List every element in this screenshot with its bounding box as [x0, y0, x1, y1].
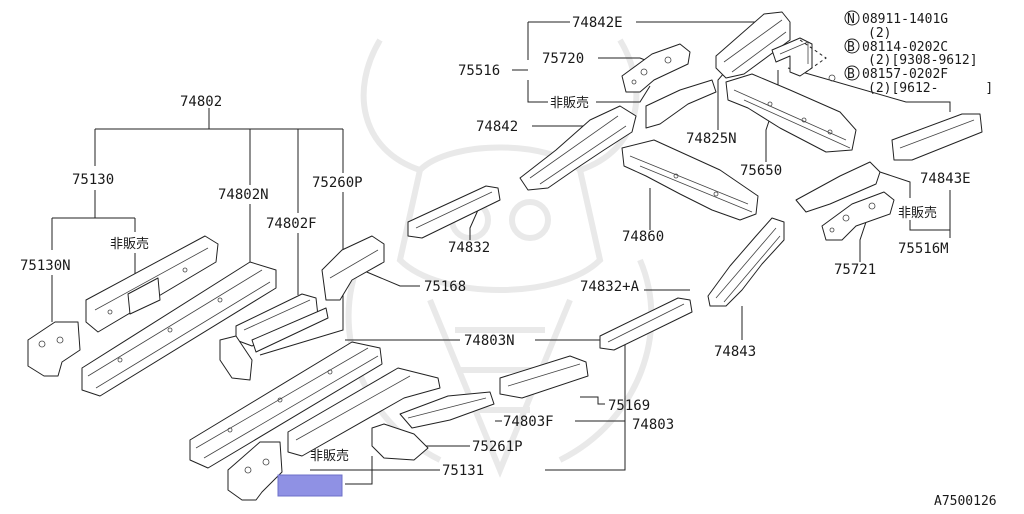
- label-75169[interactable]: 75169: [608, 398, 650, 414]
- fastener-part-3[interactable]: 08157-0202F: [862, 67, 948, 82]
- part-74832A: [599, 297, 693, 351]
- part-75516M-bracket: [795, 161, 881, 213]
- label-75168[interactable]: 75168: [424, 279, 466, 295]
- label-not-for-sale-right: 非販売: [898, 205, 937, 221]
- part-74842E: [715, 11, 791, 79]
- label-75721[interactable]: 75721: [834, 262, 876, 278]
- label-75130N[interactable]: 75130N: [20, 258, 71, 274]
- label-74803[interactable]: 74803: [632, 417, 674, 433]
- fastener-qty-3: (2)[9612- ]: [868, 81, 993, 96]
- fastener-part-1[interactable]: 08911-1401G: [862, 12, 948, 27]
- fastener-qty-1: (2): [868, 26, 891, 41]
- part-74842-link: [645, 79, 717, 129]
- fastener-list: N 08911-1401G (2) B 08114-0202C (2)[9308…: [844, 10, 993, 96]
- label-74825N[interactable]: 74825N: [686, 131, 737, 147]
- fastener-symbol-3: B: [847, 67, 855, 82]
- fastener-symbol-2: B: [847, 40, 855, 55]
- label-75720[interactable]: 75720: [542, 51, 584, 67]
- label-75516[interactable]: 75516: [458, 63, 500, 79]
- label-75261P[interactable]: 75261P: [472, 439, 523, 455]
- label-74802[interactable]: 74802: [180, 94, 222, 110]
- label-75516M[interactable]: 75516M: [898, 241, 949, 257]
- label-not-for-sale-top: 非販売: [550, 95, 589, 111]
- label-not-for-sale-bottom: 非販売: [310, 448, 349, 464]
- fastener-qty-2: (2)[9308-9612]: [868, 53, 978, 68]
- fastener-part-2[interactable]: 08114-0202C: [862, 40, 948, 55]
- label-75131[interactable]: 75131: [442, 463, 484, 479]
- part-75720: [621, 43, 691, 93]
- part-74842: [519, 105, 637, 191]
- label-75130[interactable]: 75130: [72, 172, 114, 188]
- fastener-symbol-circle: [844, 65, 860, 81]
- watermark-crest: [345, 38, 655, 478]
- label-74842E[interactable]: 74842E: [572, 15, 623, 31]
- label-74832A[interactable]: 74832+A: [580, 279, 640, 295]
- part-75130N: [27, 321, 81, 377]
- diagram-code: A7500126: [934, 494, 997, 509]
- label-74802N[interactable]: 74802N: [218, 187, 269, 203]
- part-75130-panel: [85, 235, 219, 333]
- part-74825N: [725, 73, 857, 153]
- part-74803F: [399, 391, 495, 429]
- label-74832[interactable]: 74832: [448, 240, 490, 256]
- label-74860[interactable]: 74860: [622, 229, 664, 245]
- bracket-hardware: [771, 37, 836, 89]
- part-74843: [707, 217, 785, 307]
- fastener-symbol-circle: [844, 10, 860, 26]
- fastener-symbol-1: N: [847, 12, 855, 27]
- label-74803N[interactable]: 74803N: [464, 333, 515, 349]
- part-74843E: [891, 113, 983, 161]
- fastener-symbol-circle: [844, 38, 860, 54]
- left-group-leaders: [51, 108, 626, 485]
- part-74803-member: [189, 341, 383, 469]
- part-75260P: [321, 235, 385, 301]
- part-74802F: [219, 307, 329, 381]
- part-74860: [621, 139, 759, 221]
- part-74832: [407, 185, 501, 239]
- part-75261P: [371, 423, 429, 461]
- part-74802-member: [81, 261, 277, 397]
- label-not-for-sale-left: 非販売: [110, 236, 149, 252]
- label-74842[interactable]: 74842: [476, 119, 518, 135]
- label-74803F[interactable]: 74803F: [503, 414, 554, 430]
- part-75169: [499, 355, 589, 399]
- label-74843E[interactable]: 74843E: [920, 171, 971, 187]
- label-74802F[interactable]: 74802F: [266, 216, 317, 232]
- label-75260P[interactable]: 75260P: [312, 175, 363, 191]
- part-75131: [227, 441, 283, 501]
- label-74843[interactable]: 74843: [714, 344, 756, 360]
- part-74803N: [287, 367, 441, 457]
- label-75650[interactable]: 75650: [740, 163, 782, 179]
- part-75721: [821, 191, 895, 241]
- highlight-box: [277, 474, 343, 497]
